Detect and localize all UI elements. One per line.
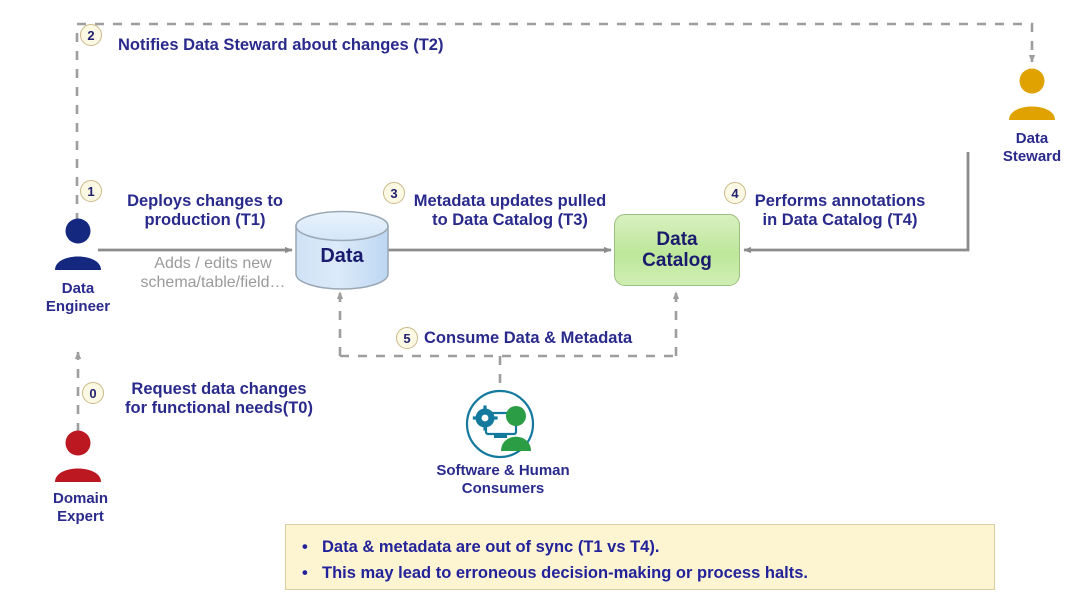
data-cylinder-label: Data: [320, 245, 364, 267]
consumers-label: Software & Human Consumers: [436, 462, 570, 497]
domain-expert-label: Domain Expert: [52, 490, 108, 525]
step-label-1: Deploys changes to production (T1): [127, 192, 283, 230]
step-label-5: Consume Data & Metadata: [424, 329, 633, 347]
step-badge-1: 1: [80, 180, 102, 202]
note-bullet-2: This may lead to erroneous decision-maki…: [302, 561, 980, 587]
note-bullet-1: Data & metadata are out of sync (T1 vs T…: [302, 535, 980, 561]
issues-note-box: Data & metadata are out of sync (T1 vs T…: [285, 524, 995, 590]
domain-expert-icon: [55, 430, 101, 482]
data-cylinder: Data: [295, 210, 389, 290]
step-label-3: Metadata updates pulled to Data Catalog …: [413, 192, 607, 230]
step-badge-5: 5: [396, 327, 418, 349]
step-badge-4: 4: [724, 182, 746, 204]
data-steward-icon: [1009, 68, 1055, 120]
consumers-icon: [465, 389, 535, 459]
step-badge-3: 3: [383, 182, 405, 204]
step-badge-0: 0: [82, 382, 104, 404]
step-label-4: Performs annotations in Data Catalog (T4…: [754, 192, 926, 230]
connector-step-2: [75, 22, 1036, 222]
data-steward-label: Data Steward: [1002, 130, 1062, 165]
data-engineer-icon: [55, 218, 101, 270]
step-label-0: Request data changes for functional need…: [125, 380, 313, 418]
schema-annotation: Adds / edits new schema/table/field…: [140, 255, 286, 292]
step-label-2: Notifies Data Steward about changes (T2): [118, 36, 444, 54]
step-badge-2: 2: [80, 24, 102, 46]
data-engineer-label: Data Engineer: [45, 280, 111, 315]
data-catalog-node[interactable]: Data Catalog: [614, 214, 740, 286]
connector-step-4: [743, 152, 970, 254]
connector-step-5: [336, 291, 680, 392]
